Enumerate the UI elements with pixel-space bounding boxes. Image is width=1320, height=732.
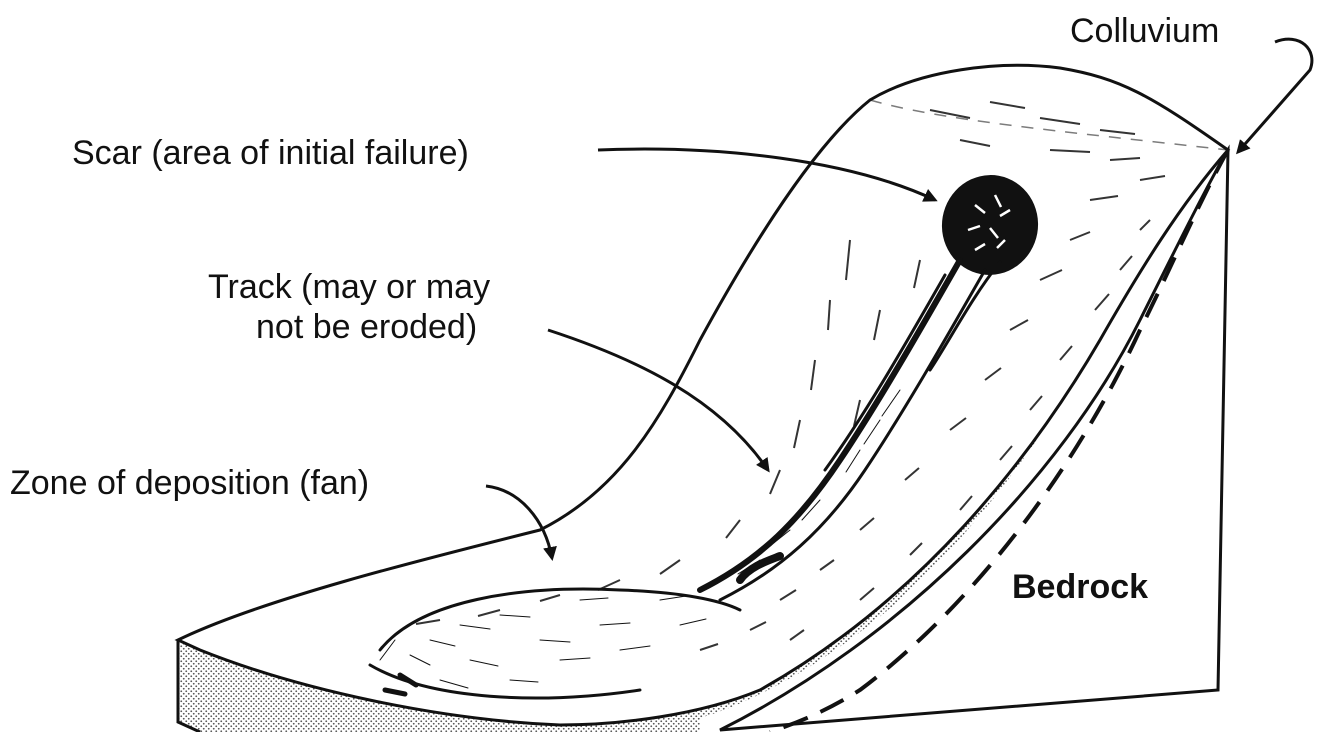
label-colluvium: Colluvium — [1070, 12, 1219, 50]
label-scar: Scar (area of initial failure) — [72, 134, 469, 172]
label-deposition: Zone of deposition (fan) — [10, 464, 369, 502]
label-track-line2: not be eroded) — [256, 308, 477, 346]
colluvium-arrow — [1238, 39, 1312, 152]
label-bedrock: Bedrock — [1012, 568, 1148, 606]
label-track-line1: Track (may or may — [208, 268, 490, 306]
